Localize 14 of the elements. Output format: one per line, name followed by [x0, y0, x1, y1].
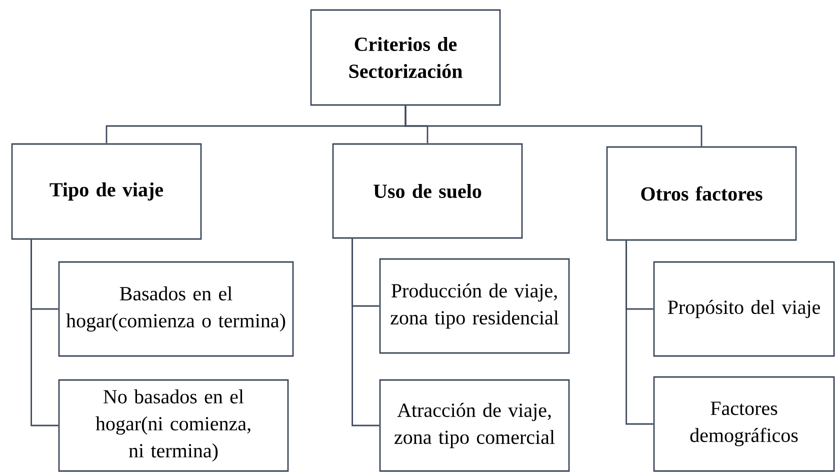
root-box: Criterios de Sectorización [310, 9, 501, 106]
item-box: Propósito del viaje [653, 261, 835, 357]
category-box: Uso de suelo [332, 143, 523, 239]
item-box: Basados en el hogar(comienza o termina) [58, 261, 294, 357]
item-box: Producción de viaje, zona tipo residencial [379, 258, 570, 354]
item-box: Factores demográficos [653, 376, 835, 472]
item-box: No basados en el hogar(ni comienza, ni termina) [58, 379, 289, 472]
connector-line [626, 240, 654, 425]
category-box: Tipo de viaje [11, 143, 202, 240]
connector-line [404, 106, 702, 146]
connector-line [352, 238, 380, 426]
category-box: Otros factores [606, 146, 797, 241]
connector-line [30, 240, 58, 426]
item-box: Atracción de viaje, zona tipo comercial [379, 379, 570, 472]
